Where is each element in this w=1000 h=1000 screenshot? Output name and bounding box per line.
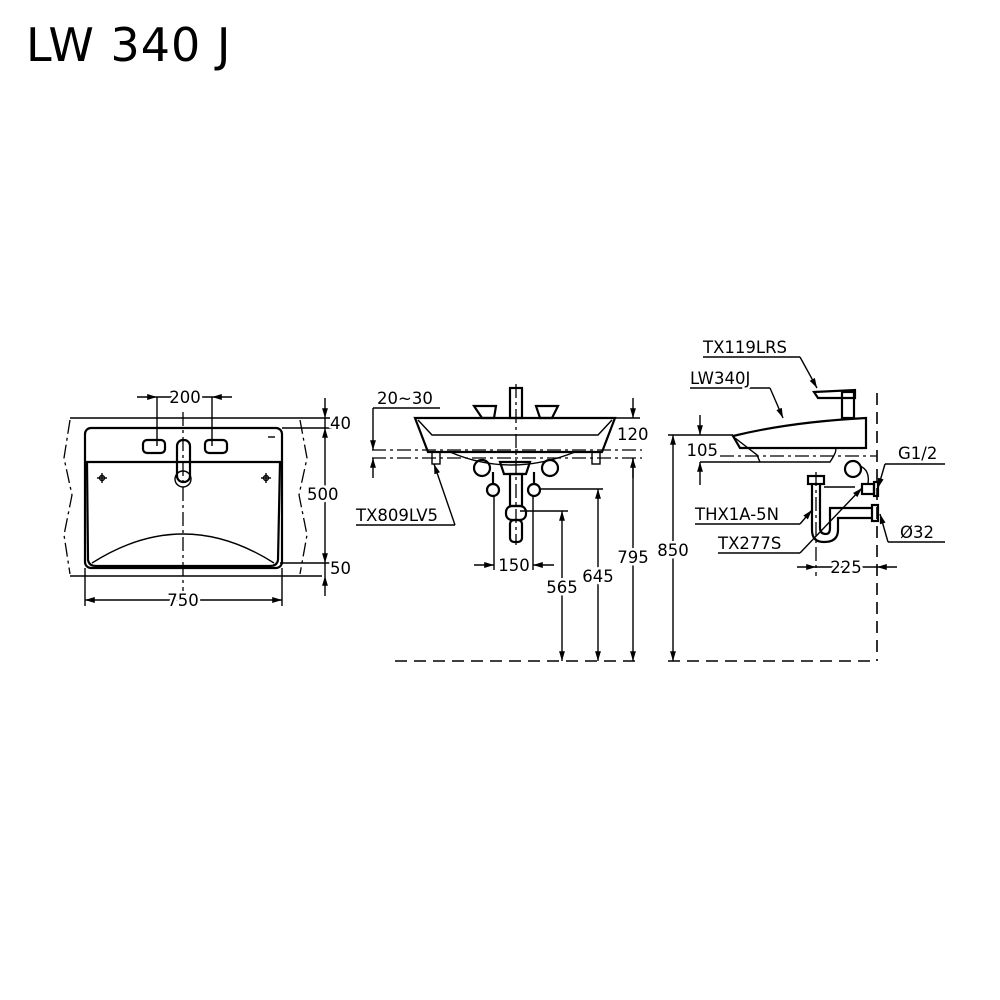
label-bracket: TX809LV5 — [355, 506, 438, 525]
wall-flange — [872, 480, 880, 498]
dim-rim-height: 795 — [617, 548, 649, 567]
tap-hole-left — [141, 438, 167, 455]
bowl-curve — [91, 533, 275, 564]
bowl-profile — [734, 437, 837, 463]
dim-top-offset: 40 — [330, 414, 351, 433]
bowl-outline — [85, 460, 282, 568]
dim-supply-height: 645 — [582, 567, 614, 586]
label-basin: LW340J — [690, 369, 750, 388]
hose-loop — [472, 458, 492, 478]
drain-fitting — [498, 460, 532, 476]
handle-right — [534, 404, 560, 420]
dim-bottom-offset: 50 — [330, 559, 351, 578]
label-thread: G1/2 — [898, 444, 937, 463]
bowl-bottom — [449, 451, 576, 466]
screw-icon — [97, 473, 107, 483]
label-faucet: TX119LRS — [702, 338, 787, 357]
model-title: LW 340 J — [26, 18, 232, 72]
break-line — [63, 419, 73, 575]
basin-rim-line — [417, 419, 613, 436]
supply-valve — [526, 482, 542, 498]
dim-supply-spacing: 150 — [498, 556, 530, 575]
bracket-bolt — [591, 451, 601, 465]
hose-loop — [843, 459, 863, 479]
supply-valve — [485, 482, 501, 498]
dim-trap-projection: 225 — [830, 558, 862, 577]
handle-left — [471, 404, 498, 420]
dim-basin-height: 120 — [617, 425, 649, 444]
label-drain-diameter: Ø32 — [900, 523, 934, 542]
screw-icon — [261, 473, 271, 483]
top-view: 200 750 40 500 50 — [63, 386, 354, 613]
break-line — [298, 419, 308, 575]
dim-trap-height: 565 — [546, 578, 578, 597]
dim-depth: 500 — [307, 485, 339, 504]
front-view: 20~30 120 TX809LV5 150 565 645 795 — [353, 384, 651, 662]
label-valve: THX1A-5N — [694, 505, 779, 524]
basin-side-outline — [731, 416, 868, 450]
dim-wall-thickness: 20~30 — [377, 389, 433, 408]
tap-hole-right — [203, 438, 229, 455]
label-trap: TX277S — [717, 534, 781, 553]
dim-rim-offset: 105 — [687, 441, 719, 460]
faucet-body — [840, 390, 856, 420]
dim-width: 750 — [167, 591, 199, 610]
side-view: 850 105 TX119LRS LW340J G1/2 THX1A-5N TX… — [655, 336, 945, 662]
drain-flange — [870, 503, 880, 523]
p-trap — [810, 484, 872, 544]
dim-tap-spacing: 200 — [169, 388, 201, 407]
hose-loop — [540, 458, 560, 478]
dim-overall-height: 850 — [657, 541, 689, 560]
angle-valve — [860, 482, 876, 496]
faucet-lever — [812, 388, 857, 400]
